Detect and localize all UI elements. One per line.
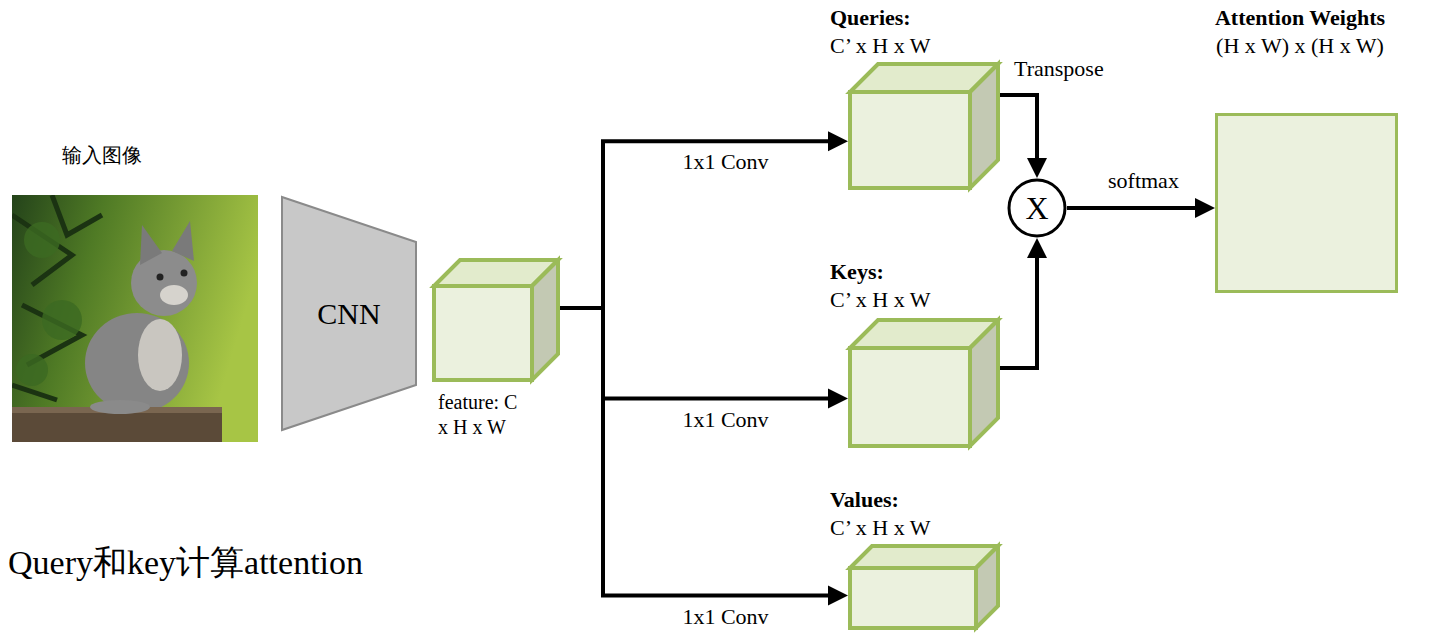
node-text: CNN xyxy=(317,297,380,331)
cat-photo xyxy=(12,195,258,442)
node-text: C’ x H x W xyxy=(830,286,1030,314)
node-text: Attention Weights xyxy=(1180,4,1420,32)
arrow-connector xyxy=(560,131,848,308)
node-text: feature: C x H x W xyxy=(438,390,530,440)
node-text: Queries: xyxy=(830,4,1030,32)
arrow-connector xyxy=(1000,238,1047,368)
arrow-connector xyxy=(560,308,848,606)
node-text: Values: xyxy=(830,486,1030,514)
node-text: C’ x H x W xyxy=(830,514,1030,542)
values-cube: Values:C’ x H x W xyxy=(848,544,1000,630)
attention-weights-box: Attention Weights(H x W) x (H x W) xyxy=(1215,113,1398,293)
feature-cube: feature: C x H x W xyxy=(432,258,560,382)
edge-label: softmax xyxy=(1106,168,1181,194)
node-text: 输入图像 xyxy=(17,143,187,168)
node-text: Keys: xyxy=(830,258,1030,286)
node-outline xyxy=(1215,113,1398,293)
edge-label: 1x1 Conv xyxy=(680,149,770,175)
edge-label: Transpose xyxy=(1012,56,1106,82)
node-text: (H x W) x (H x W) xyxy=(1180,32,1420,60)
arrow-connector xyxy=(1067,198,1215,218)
queries-cube: Queries:C’ x H x W xyxy=(848,62,1000,190)
node-text: C’ x H x W xyxy=(830,32,1030,60)
slide-note: Query和key计算attention xyxy=(8,540,363,586)
multiply-circle: X xyxy=(1007,178,1067,238)
edge-label: 1x1 Conv xyxy=(680,407,770,433)
cnn-trapezoid: CNN xyxy=(280,195,418,432)
node-outline xyxy=(432,258,560,382)
edge-label: 1x1 Conv xyxy=(680,604,770,630)
node-outline xyxy=(848,62,1000,190)
keys-cube: Keys:C’ x H x W xyxy=(848,318,1000,448)
node-text: X xyxy=(1025,190,1048,227)
input-image: 输入图像 xyxy=(12,195,258,442)
node-outline xyxy=(848,544,1000,630)
node-outline xyxy=(848,318,1000,448)
arrow-connector xyxy=(1000,95,1047,178)
